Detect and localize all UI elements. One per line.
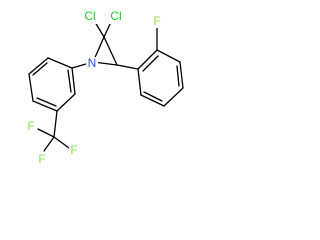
ring1-bond-3 (28, 73, 34, 102)
bond-c2-c3 (103, 36, 118, 66)
atom-f-cf3-2: F (70, 143, 77, 157)
atom-f-aryl: F (153, 14, 160, 28)
ring1-bond-5 (56, 93, 76, 112)
bond-c3-ring2 (116, 64, 139, 70)
bond-c-f3 (43, 136, 55, 152)
ring1-bond-6 (71, 67, 76, 95)
molecule-structure: Cl Cl N F F F F (26, 9, 184, 166)
ring2-bond-6 (137, 68, 142, 96)
ring2-bond-3 (179, 61, 184, 89)
ring1-double-2 (36, 97, 57, 107)
ring1-double-1 (32, 62, 48, 76)
atom-cl-left: Cl (84, 9, 95, 23)
bond-c-f2 (53, 136, 70, 149)
ring1-bond-4 (32, 100, 58, 112)
ring2-double-1 (142, 55, 159, 72)
ring2-double-2 (176, 65, 180, 87)
atom-f-cf3-3: F (38, 152, 45, 166)
atom-f-cf3-1: F (27, 119, 34, 133)
atom-n: N (88, 56, 97, 70)
ring2-bond-4 (163, 87, 184, 107)
atom-cl-right: Cl (110, 9, 121, 23)
bond-c2-cl2 (103, 21, 112, 38)
ring1-bond-2 (28, 57, 49, 75)
ring2-double-3 (143, 91, 163, 102)
bond-c-f1 (37, 128, 55, 138)
ring1-double-3 (67, 69, 72, 93)
ring2-bond-2 (156, 49, 181, 63)
bond-ring1-cf3 (53, 110, 58, 138)
ring1-bond-1 (47, 57, 73, 69)
bond-c2-cl1 (94, 21, 105, 38)
ring2-bond-5 (140, 94, 165, 107)
ring2-bond-1 (137, 49, 158, 70)
